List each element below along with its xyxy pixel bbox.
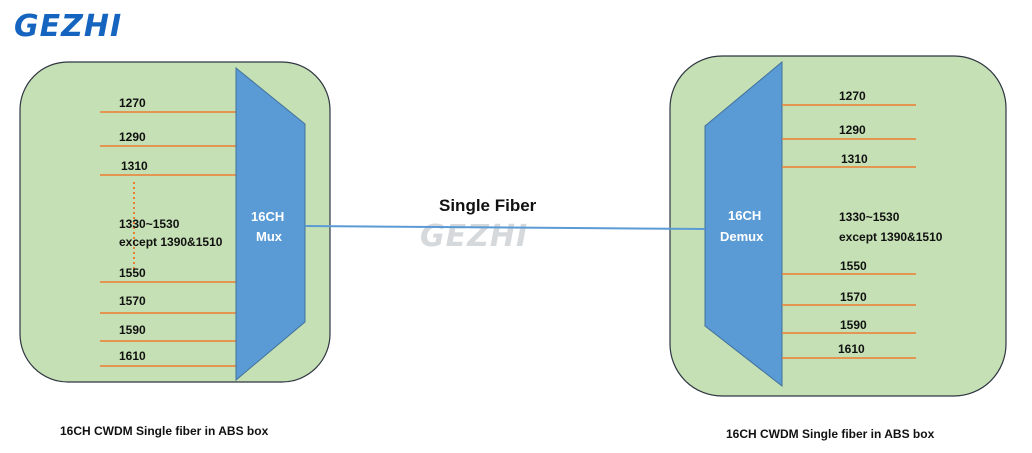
demux-subtitle: Demux <box>720 229 764 244</box>
mux-box: 1270 1290 1310 1330~1530 except 1390&151… <box>19 61 331 383</box>
mux-channel-label: 1590 <box>119 323 146 337</box>
watermark-logo: GEZHI <box>420 219 528 254</box>
mux-channel-label: 1290 <box>119 130 146 144</box>
demux-channel-label: 1570 <box>840 290 867 304</box>
mux-block <box>235 66 306 382</box>
gezhi-logo: GEZHI <box>14 9 122 44</box>
mux-channel-label: 1570 <box>119 294 146 308</box>
single-fiber-label: Single Fiber <box>439 196 537 215</box>
demux-channel-label: 1290 <box>839 123 866 137</box>
mux-channel-label: 1310 <box>121 159 148 173</box>
demux-title: 16CH <box>728 208 761 223</box>
demux-box: 16CH Demux 1270 1290 1310 1330~1530 exce… <box>669 55 1007 397</box>
mux-channel-label: 1610 <box>119 349 146 363</box>
mux-subtitle: Mux <box>256 229 283 244</box>
demux-except-label: except 1390&1510 <box>839 230 943 244</box>
mux-caption: 16CH CWDM Single fiber in ABS box <box>60 424 269 438</box>
mux-except-label: except 1390&1510 <box>119 235 223 249</box>
demux-range-label: 1330~1530 <box>839 210 900 224</box>
mux-channel-label: 1550 <box>119 266 146 280</box>
mux-range-label: 1330~1530 <box>119 217 180 231</box>
demux-caption: 16CH CWDM Single fiber in ABS box <box>726 427 935 441</box>
demux-channel-label: 1550 <box>840 259 867 273</box>
mux-channel-label: 1270 <box>119 96 146 110</box>
single-fiber-line <box>304 225 706 230</box>
demux-channel-label: 1270 <box>839 89 866 103</box>
demux-channel-label: 1610 <box>838 342 865 356</box>
logo-text: GEZHI <box>14 9 122 44</box>
demux-channel-label: 1590 <box>840 318 867 332</box>
demux-channel-label: 1310 <box>841 152 868 166</box>
mux-title: 16CH <box>251 209 284 224</box>
demux-block <box>704 60 783 388</box>
